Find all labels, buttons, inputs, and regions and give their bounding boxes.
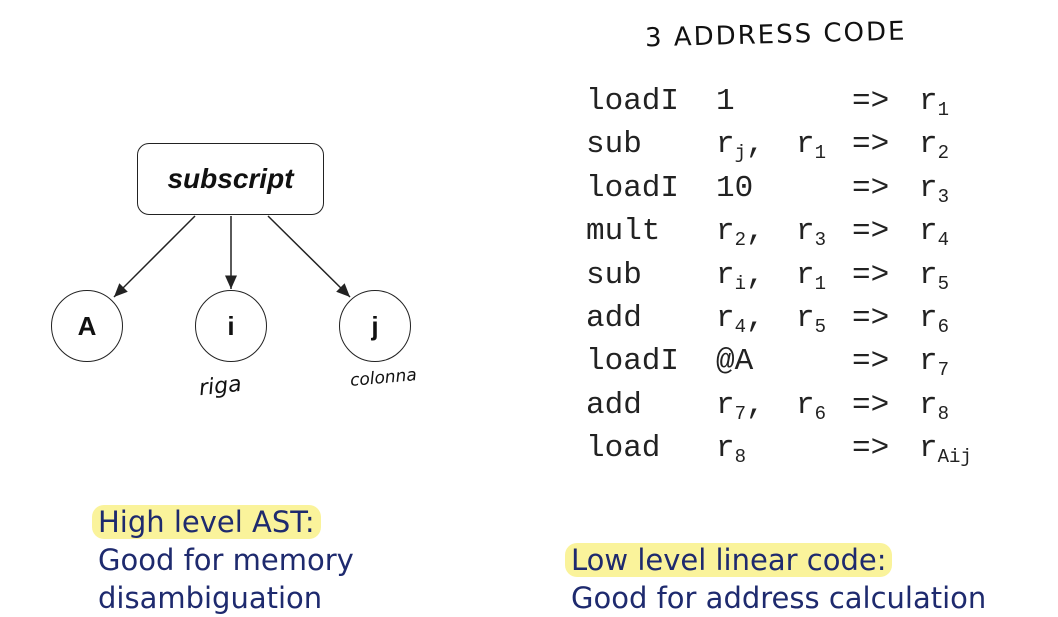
ast-root-node: subscript bbox=[137, 143, 324, 215]
ast-note-body-2: disambiguation bbox=[98, 581, 323, 615]
code-arg1: r7, bbox=[716, 387, 765, 425]
code-dest: rAij bbox=[919, 431, 972, 469]
code-arg2: r3 bbox=[796, 214, 827, 252]
code-arg1: 10 bbox=[716, 170, 754, 206]
code-arrow: => bbox=[852, 257, 890, 293]
code-dest: r3 bbox=[919, 170, 950, 208]
code-dest: r7 bbox=[919, 344, 950, 382]
code-arg1: @A bbox=[716, 344, 754, 380]
code-arrow: => bbox=[852, 127, 890, 163]
code-arrow: => bbox=[852, 84, 890, 119]
code-arg1: r4, bbox=[716, 300, 765, 338]
code-dest: r1 bbox=[919, 84, 950, 121]
code-op: sub bbox=[586, 257, 642, 293]
code-dest: r6 bbox=[919, 300, 950, 338]
linear-code-note-title: Low level linear code: bbox=[565, 543, 893, 577]
code-op: add bbox=[586, 300, 642, 336]
code-arrow: => bbox=[852, 387, 890, 423]
code-dest: r4 bbox=[919, 214, 950, 252]
code-arrow: => bbox=[852, 300, 890, 336]
code-arg1: r8 bbox=[716, 431, 747, 469]
ast-note: High level AST: Good for memory disambig… bbox=[92, 503, 354, 617]
code-dest: r5 bbox=[919, 257, 950, 295]
code-op: loadI bbox=[586, 84, 680, 119]
ast-leaf-A: A bbox=[51, 290, 123, 362]
ast-leaf-i: i bbox=[195, 290, 267, 362]
code-dest: r8 bbox=[919, 387, 950, 425]
code-arg1: ri, bbox=[716, 257, 765, 295]
code-arg2: r6 bbox=[796, 387, 827, 425]
ast-leaf-label: j bbox=[371, 310, 379, 341]
code-op: load bbox=[586, 431, 661, 467]
code-arrow: => bbox=[852, 170, 890, 206]
ast-leaf-j: j bbox=[339, 290, 411, 362]
code-arg2: r5 bbox=[796, 300, 827, 338]
code-arg1: rj, bbox=[716, 127, 765, 165]
code-arg2: r1 bbox=[796, 257, 827, 295]
ast-root-label: subscript bbox=[167, 163, 294, 194]
code-op: sub bbox=[586, 127, 642, 163]
code-arrow: => bbox=[852, 214, 890, 250]
code-arg1: 1 bbox=[716, 84, 735, 119]
ast-note-body-1: Good for memory bbox=[98, 543, 354, 577]
ast-leaf-label: A bbox=[77, 310, 97, 341]
code-op: add bbox=[586, 387, 642, 423]
edge-to-A bbox=[113, 215, 196, 298]
code-arg2: r1 bbox=[796, 127, 827, 165]
ast-note-title: High level AST: bbox=[92, 505, 321, 539]
annotation-riga: riga bbox=[197, 371, 243, 402]
code-arrow: => bbox=[852, 344, 890, 380]
linear-code-note-body: Good for address calculation bbox=[571, 581, 987, 615]
code-op: loadI bbox=[586, 170, 680, 206]
code-op: loadI bbox=[586, 344, 680, 380]
code-op: mult bbox=[586, 214, 661, 250]
code-dest: r2 bbox=[919, 127, 950, 165]
edge-to-j bbox=[267, 215, 351, 298]
code-arg1: r2, bbox=[716, 214, 765, 252]
linear-code-note: Low level linear code: Good for address … bbox=[565, 541, 987, 617]
ast-leaf-label: i bbox=[227, 310, 235, 341]
code-arrow: => bbox=[852, 431, 890, 467]
